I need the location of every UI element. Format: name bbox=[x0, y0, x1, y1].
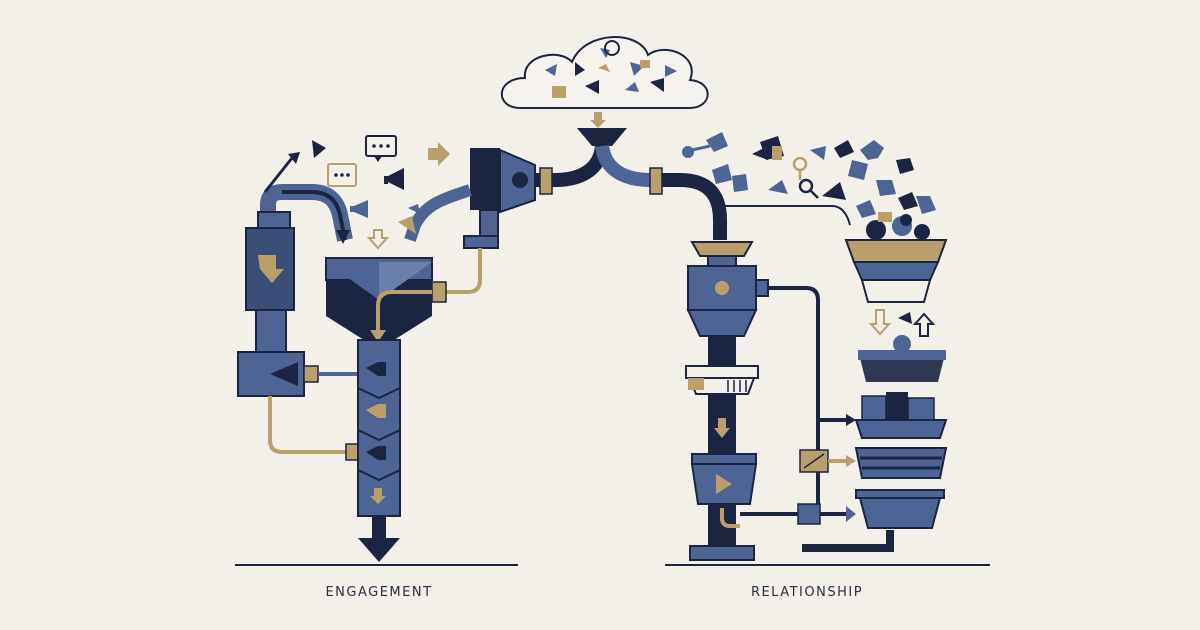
pipe-icon bbox=[282, 190, 347, 241]
arrow-icon bbox=[263, 157, 294, 193]
arrow-icon bbox=[912, 312, 936, 337]
pipe-icon bbox=[432, 248, 482, 294]
pipe-coupling bbox=[649, 167, 663, 195]
play-icon bbox=[716, 474, 732, 494]
relationship-machine bbox=[685, 241, 769, 561]
pipe-icon bbox=[662, 173, 727, 240]
projector-machine bbox=[463, 148, 536, 249]
container-icon bbox=[854, 392, 948, 439]
megaphone-icon bbox=[384, 168, 404, 190]
left-column bbox=[237, 211, 319, 397]
funnel-icon bbox=[577, 112, 627, 146]
pipe-coupling-stripe bbox=[803, 453, 825, 469]
arrow-icon bbox=[846, 414, 856, 426]
container-icon bbox=[854, 447, 948, 479]
arrow-icon bbox=[408, 204, 420, 214]
container-icon bbox=[858, 335, 946, 382]
arrow-icon bbox=[428, 142, 450, 166]
pipe-coupling bbox=[539, 167, 553, 195]
caption-relationship: RELATIONSHIP bbox=[751, 585, 863, 600]
arrow-icon bbox=[312, 140, 326, 158]
speech-bubble-icon bbox=[365, 135, 397, 162]
container-icon bbox=[855, 489, 945, 529]
arrow-icon bbox=[846, 506, 856, 522]
container-icon bbox=[844, 216, 948, 303]
speech-bubble-icon bbox=[327, 163, 357, 187]
arrow-icon bbox=[898, 312, 912, 324]
pipe-icon bbox=[768, 286, 848, 422]
cloud-icon bbox=[500, 36, 709, 109]
pipe-coupling bbox=[345, 443, 359, 461]
arrow-icon bbox=[288, 152, 300, 164]
pipe-icon bbox=[725, 205, 851, 226]
arrow-icon bbox=[336, 230, 350, 244]
arrow-icon bbox=[404, 184, 472, 242]
caption-engagement: ENGAGEMENT bbox=[325, 585, 432, 600]
floating-icons-right bbox=[682, 132, 936, 226]
engagement-hopper bbox=[325, 257, 447, 342]
arrow-icon bbox=[366, 229, 390, 250]
pipe-icon bbox=[268, 396, 352, 454]
arrow-icon bbox=[398, 216, 416, 234]
megaphone-icon bbox=[350, 200, 368, 218]
pipe-icon bbox=[802, 530, 894, 552]
arrow-icon bbox=[868, 309, 892, 336]
arrow-icon bbox=[846, 455, 856, 467]
engagement-column bbox=[357, 339, 401, 562]
pipe-coupling bbox=[797, 503, 821, 525]
